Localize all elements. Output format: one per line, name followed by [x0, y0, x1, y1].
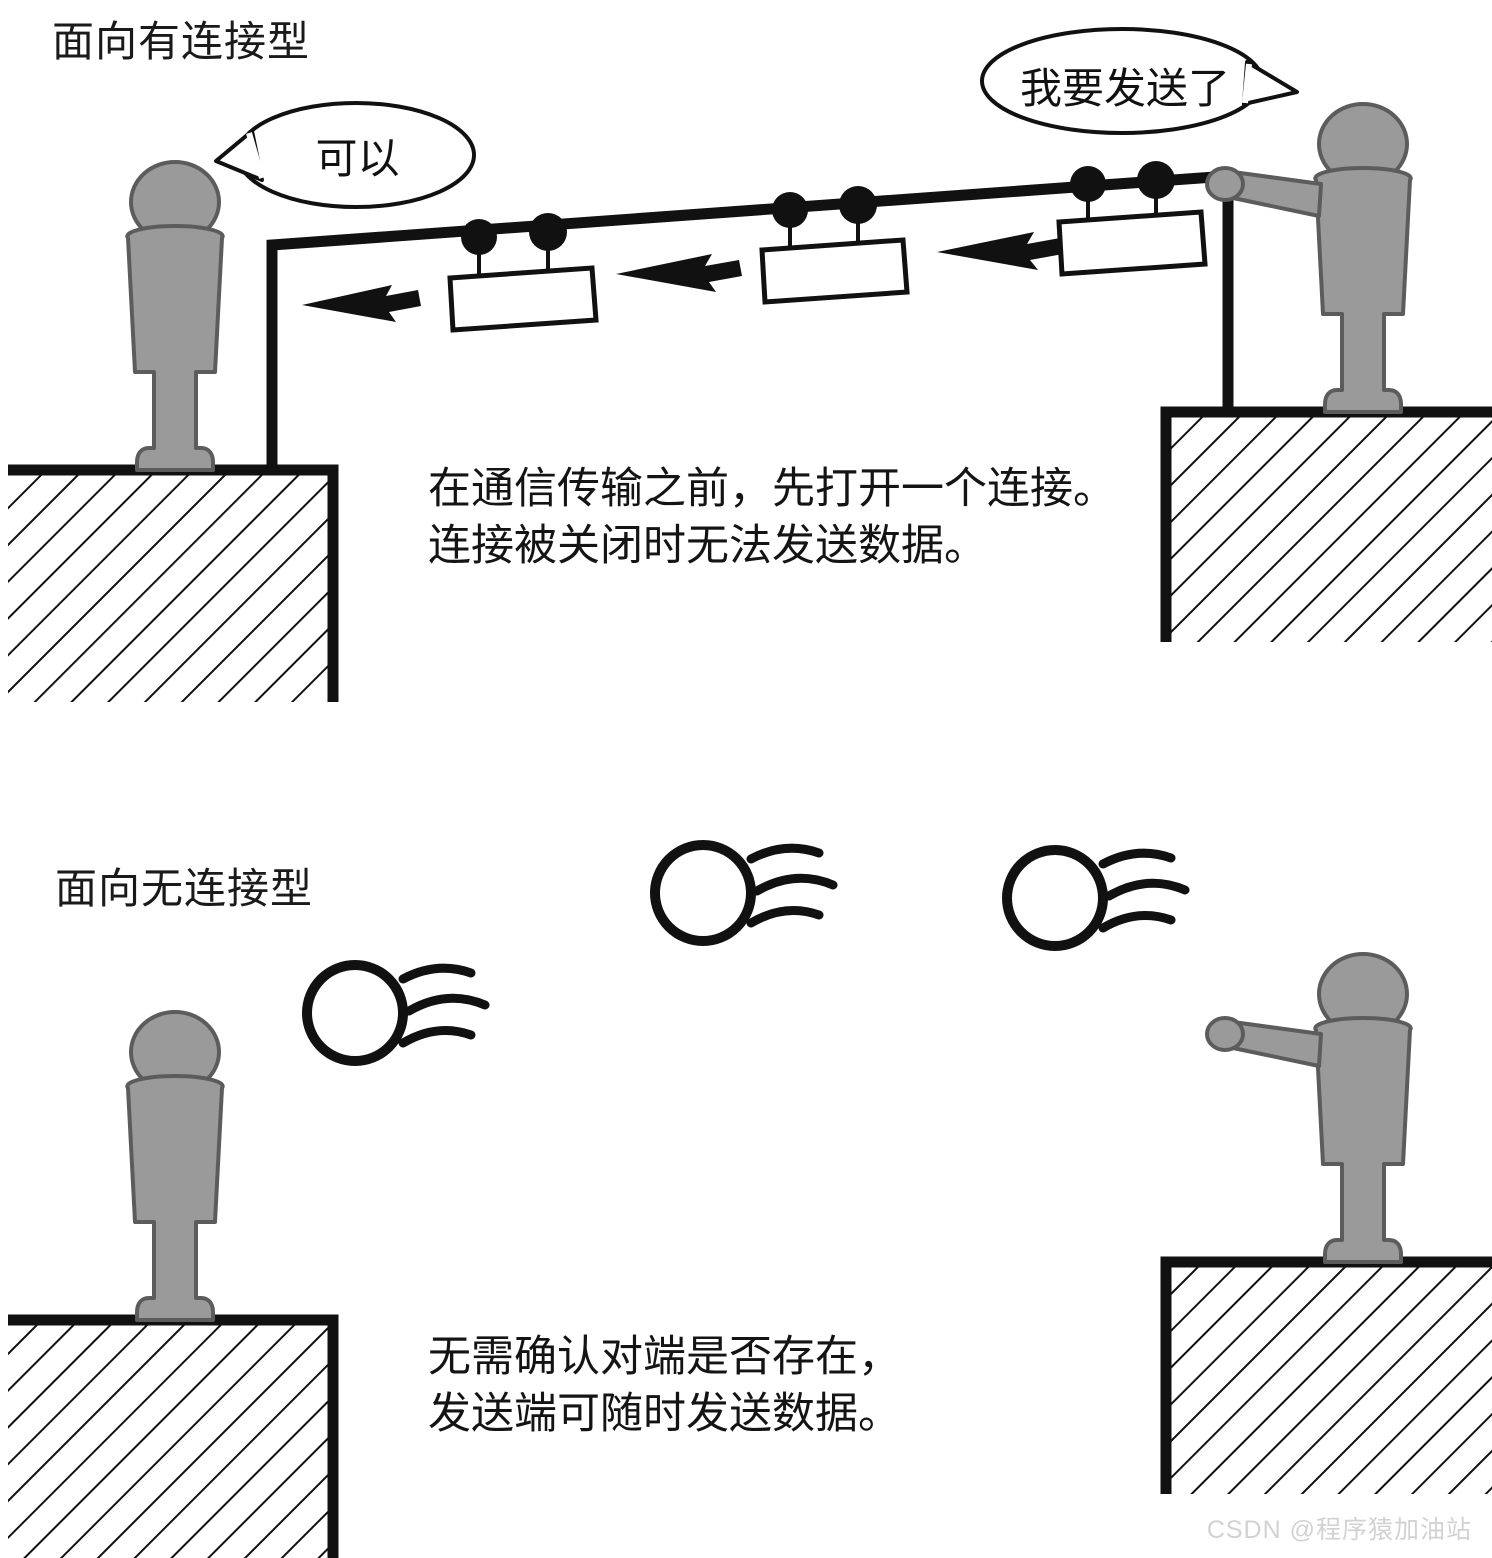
data-packet-box [1056, 180, 1208, 277]
person-sender-bottom [1205, 952, 1413, 1264]
person-sender-top [1205, 102, 1413, 414]
section-title-connectionless: 面向无连接型 [55, 867, 314, 913]
data-packet-box [759, 205, 910, 305]
caption-connection-oriented: 在通信传输之前，先打开一个连接。 连接被关闭时无法发送数据。 [428, 466, 1116, 570]
speech-bubble-ok-label: 可以 [315, 137, 400, 183]
person-receiver-top [125, 160, 225, 472]
flying-packet [650, 840, 833, 946]
flying-packet [302, 960, 485, 1066]
platform-left-bottom [8, 1314, 339, 1558]
speech-bubble-sending [980, 27, 1299, 135]
flying-packets [302, 840, 1185, 1066]
speech-bubble-sending-label: 我要发送了 [1019, 67, 1230, 113]
connection-cable [266, 170, 1234, 470]
speech-bubble-ok [214, 101, 476, 209]
flying-packet [1002, 845, 1185, 951]
flow-arrows [302, 232, 1063, 322]
person-receiver-bottom [125, 1010, 225, 1322]
platform-right-bottom [1160, 1256, 1492, 1494]
platform-right-top [1160, 406, 1492, 642]
watermark: CSDN @程序猿加油站 [1206, 1516, 1472, 1544]
data-packet-box [447, 232, 599, 333]
data-packet-boxes [447, 180, 1208, 333]
platform-left-top [8, 464, 339, 702]
section-title-connection-oriented: 面向有连接型 [52, 20, 311, 66]
caption-connectionless: 无需确认对端是否存在， 发送端可随时发送数据。 [428, 1334, 901, 1438]
